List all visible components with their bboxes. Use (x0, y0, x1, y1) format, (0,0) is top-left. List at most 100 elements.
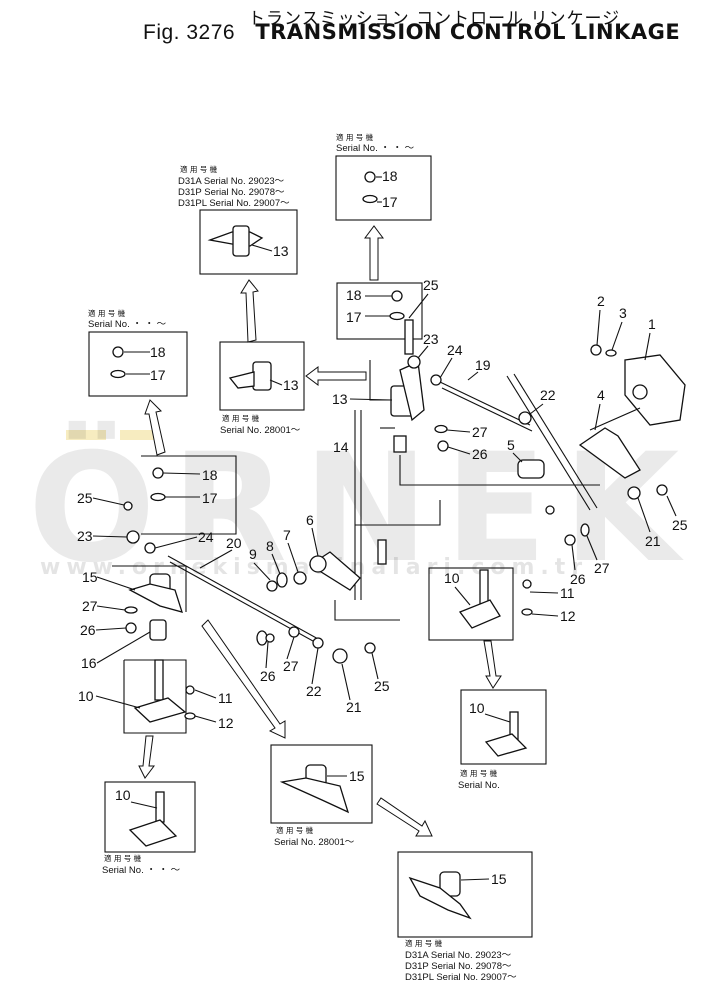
callout-24-top: 24 (447, 342, 463, 358)
callout-14: 14 (333, 439, 349, 455)
inset-box-bottom-mid (270, 744, 373, 824)
part-nut-18-left (112, 346, 124, 358)
part-bolt-25-left (364, 642, 376, 654)
part-nut-26-top (437, 440, 449, 452)
callouts: 18 17 13 18 17 13 18 17 25 23 24 19 13 2… (77, 168, 688, 887)
callout-15-mid: 15 (349, 768, 365, 784)
inset-box-bottom-left (104, 781, 196, 853)
part-ball-joint-23-top (407, 355, 421, 369)
part-stand-10-left-base (133, 697, 187, 723)
arrow-to-right-lower (483, 640, 502, 689)
callout-27-right: 27 (594, 560, 610, 576)
callout-11-right: 11 (560, 585, 575, 601)
callout-26-left: 26 (80, 622, 96, 638)
watermark-brand: ÖRNEK (28, 420, 695, 596)
part-rod-19-b (441, 387, 533, 432)
note-bottom-right-jp: 適 用 号 機 (405, 938, 443, 948)
note-bottom-mid-serial: Serial No. 28001～ (274, 837, 355, 848)
part-bushing-16 (149, 619, 167, 641)
callout-12-right: 12 (560, 608, 576, 624)
line-center-frame (355, 500, 441, 526)
japanese-title: トランスミッション コントロール リンケージ (248, 9, 621, 29)
arrow-to-top-center (364, 225, 384, 281)
part-nut-24-left (144, 542, 156, 554)
note-mid-serial: Serial No. 28001～ (220, 425, 301, 436)
callout-13-top-left: 13 (273, 243, 289, 259)
callout-17-center: 17 (346, 309, 362, 325)
callout-10-bottom: 10 (115, 787, 131, 803)
inset-box-left (88, 331, 188, 397)
inset-box-17-18 (141, 455, 237, 535)
arrow-to-bottom-right (376, 797, 433, 837)
callout-7: 7 (283, 527, 291, 543)
linkage-lines (334, 360, 600, 621)
callout-17-left-b: 17 (202, 490, 218, 506)
callout-23-top: 23 (423, 331, 439, 347)
part-bolt-11-left (185, 685, 195, 695)
part-bolt-2 (590, 344, 602, 356)
arrow-to-left (144, 399, 166, 456)
part-washer-17-center (389, 311, 405, 321)
callout-17-left: 17 (150, 367, 166, 383)
callout-10-right: 10 (444, 570, 460, 586)
note-bottom-left-jp: 適 用 号 機 (104, 853, 142, 863)
watermark-accent-2 (120, 430, 160, 440)
callout-1: 1 (648, 316, 656, 332)
callout-4: 4 (597, 387, 605, 403)
part-lever-13-boss-a (232, 225, 250, 257)
note-top-center-jp: 適 用 号 機 (336, 132, 374, 142)
inset-box-right-lower (460, 689, 547, 765)
part-shaft-14-collar (393, 435, 407, 453)
part-washer-17-left-b (150, 492, 166, 502)
part-bolt-25-top (404, 319, 414, 355)
callout-18-left-b: 18 (202, 467, 218, 483)
line-lever-6-frame (334, 600, 400, 621)
callout-13-mid: 13 (283, 377, 299, 393)
inset-box-top-left (199, 209, 298, 275)
inset-box-bottom-right (397, 851, 533, 938)
part-rod-20 (167, 555, 321, 641)
note-bottom-right-line-2: D31P Serial No. 29078～ (405, 961, 512, 972)
part-ball-joint-21-right (627, 486, 641, 500)
callout-18-center: 18 (346, 287, 362, 303)
inset-box-left-stand (123, 659, 187, 734)
arrow-to-bottom-left (138, 735, 155, 779)
callout-6: 6 (306, 512, 314, 528)
serial-notes: 適 用 号 機 Serial No. ・ ・ ～ 適 用 号 機 D31A Se… (88, 132, 517, 983)
part-nut-26-left (265, 633, 275, 643)
callout-9: 9 (249, 546, 257, 562)
callout-12-left: 12 (218, 715, 234, 731)
part-lever-6-hub (309, 555, 327, 573)
note-left-jp: 適 用 号 機 (88, 308, 126, 318)
callout-18-left: 18 (150, 344, 166, 360)
leader-lines (92, 176, 677, 881)
callout-13-center: 13 (332, 391, 348, 407)
part-washer-27-far-left (124, 606, 138, 614)
callout-27-mid: 27 (283, 658, 299, 674)
part-stand-10-bottom-base (128, 819, 178, 847)
callout-22-top: 22 (540, 387, 556, 403)
part-washer-27-top (434, 424, 448, 434)
note-top-left-line-1: D31A Serial No. 29023～ (178, 176, 285, 187)
part-lever-13-arm-b (228, 371, 255, 389)
part-nut-18-top (364, 171, 376, 183)
part-washer-17-left (110, 369, 126, 379)
callout-17-top: 17 (382, 194, 398, 210)
note-top-left-line-2: D31P Serial No. 29078～ (178, 187, 285, 198)
inset-box-mid (219, 341, 305, 411)
part-nut-22-top (518, 411, 532, 425)
callout-21-right: 21 (645, 533, 661, 549)
part-stand-10-inset-base (484, 733, 528, 757)
line-shaft-frame (399, 455, 600, 486)
part-bolt-11-right (522, 579, 532, 589)
part-washer-12-left (184, 712, 196, 720)
note-bottom-left-serial: Serial No. ・ ・ ～ (102, 865, 181, 876)
part-lever-4 (578, 427, 641, 479)
callout-21-left: 21 (346, 699, 362, 715)
note-bottom-right-line-1: D31A Serial No. 29023～ (405, 950, 512, 961)
inset-box-washer-nut (336, 282, 423, 340)
callout-2: 2 (597, 293, 605, 309)
callout-15-left: 15 (82, 569, 98, 585)
note-top-center-serial: Serial No. ・ ・ ～ (336, 143, 415, 154)
